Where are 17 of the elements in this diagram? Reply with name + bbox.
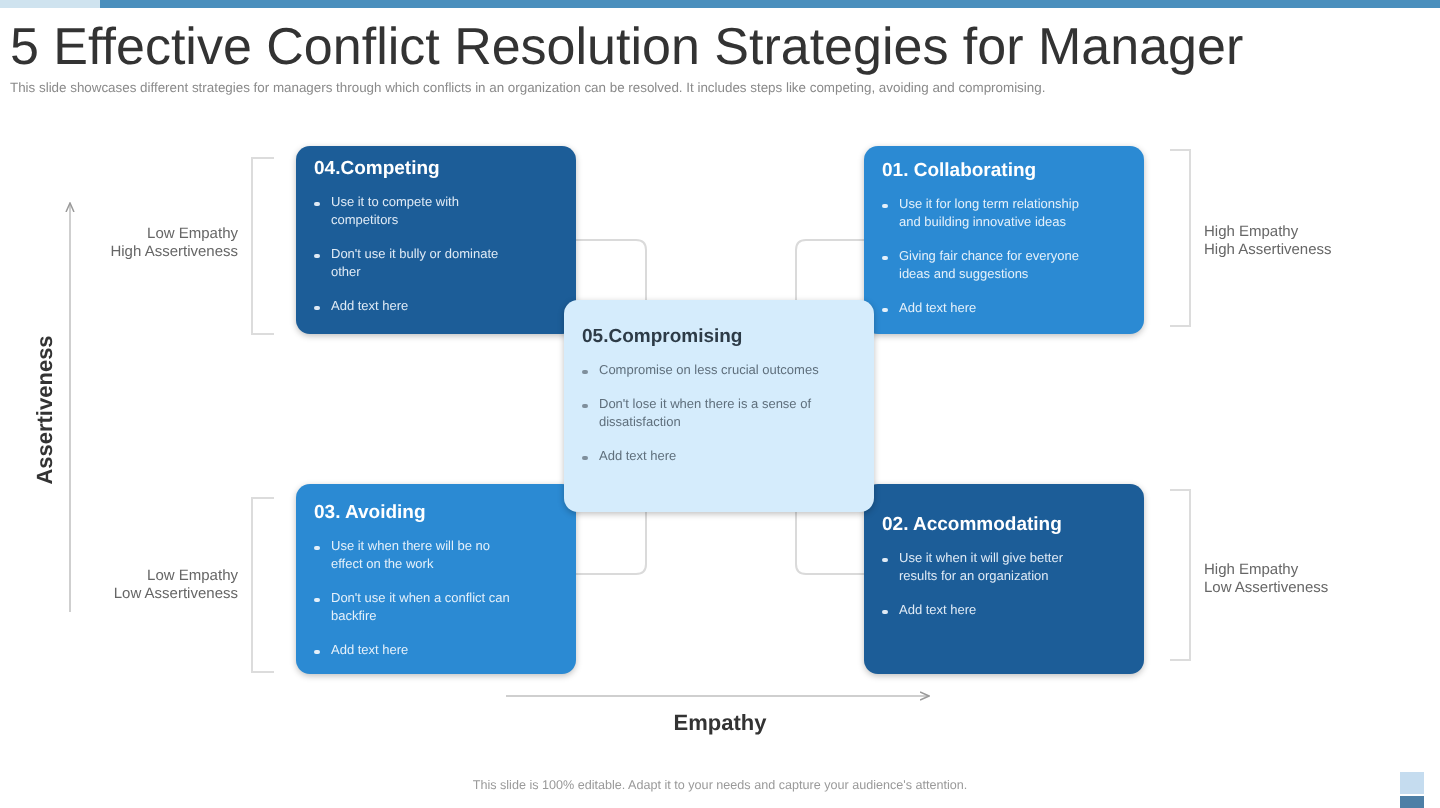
card-heading: 02. Accommodating: [882, 514, 1062, 538]
card-heading: 01. Collaborating: [882, 160, 1037, 184]
slide-title: 5 Effective Conflict Resolution Strategies for Manager: [10, 16, 1244, 76]
card-heading: 04.Competing: [314, 158, 440, 182]
strategy-card: [296, 146, 576, 334]
connector-line: [795, 239, 865, 301]
strategy-card: [864, 484, 1144, 674]
card-heading: 03. Avoiding: [314, 502, 426, 526]
strategy-card: [864, 146, 1144, 334]
axis-label: Empathy: [673, 709, 767, 740]
connector-line: [795, 511, 865, 575]
connector-line: [575, 511, 647, 575]
strategy-card: [564, 300, 874, 512]
connector-line: [575, 239, 647, 301]
card-heading: 05.Compromising: [582, 326, 743, 350]
strategy-card: [296, 484, 576, 674]
axis-label: Assertiveness: [31, 335, 60, 485]
